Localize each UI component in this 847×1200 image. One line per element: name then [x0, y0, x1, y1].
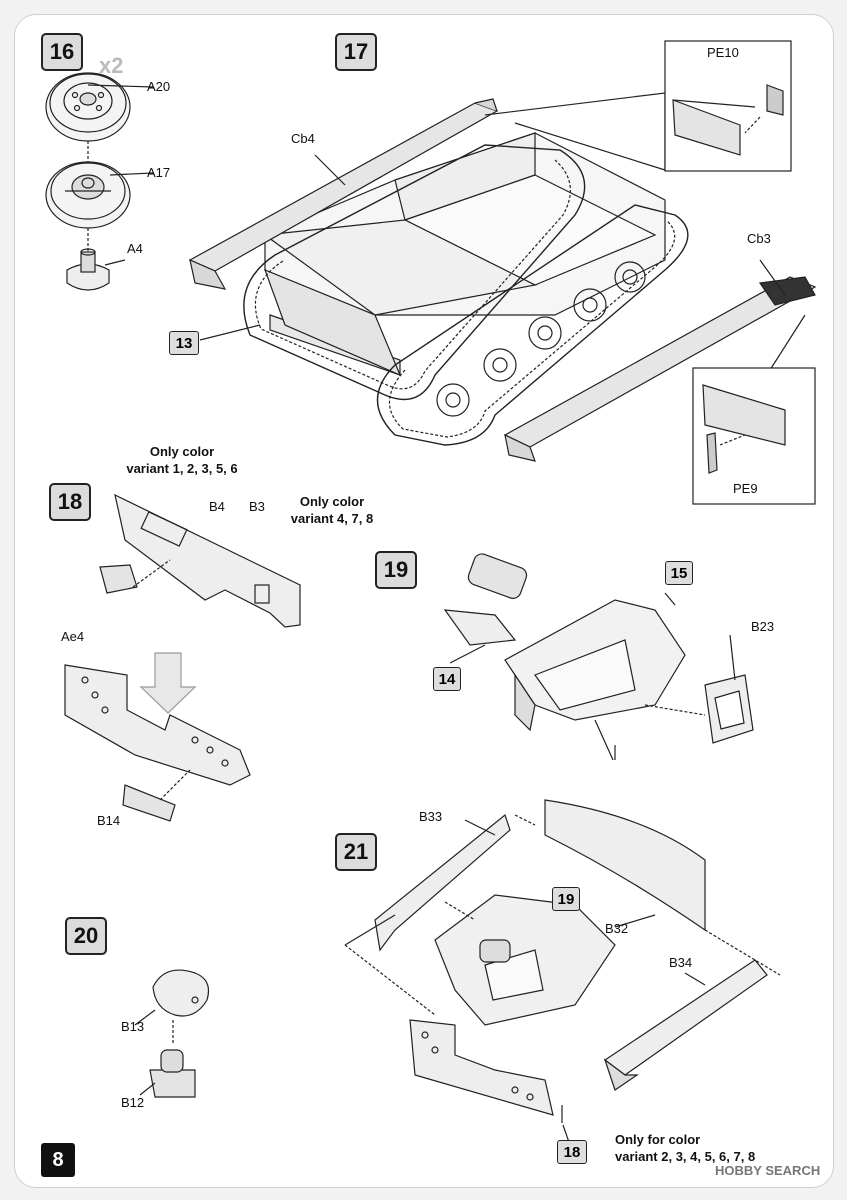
fighting-compartment [504, 599, 686, 732]
track-right [376, 204, 689, 446]
b33-part [374, 813, 511, 952]
pe10-detail-box [664, 40, 792, 172]
part-label-cb3: Cb3 [747, 231, 771, 246]
part-label-b3: B3 [249, 499, 265, 514]
part-label-b12: B12 [121, 1095, 145, 1110]
variant-note-b: Only color variant 4, 7, 8 [267, 493, 397, 527]
b34-part [603, 959, 768, 1091]
sub-assembly-18 [409, 1019, 554, 1116]
b14-part [122, 784, 176, 822]
part-label-a20: A20 [147, 79, 171, 94]
variant-note-c-line1: Only for color [615, 1132, 701, 1147]
variant-note-c: Only for color variant 2, 3, 4, 5, 6, 7,… [615, 1131, 795, 1165]
callout-18: 18 [557, 1140, 587, 1164]
part-label-b14: B14 [97, 813, 121, 828]
road-wheel-inner [45, 161, 131, 229]
b13-part [152, 969, 210, 1017]
part-label-ae4: Ae4 [61, 629, 85, 644]
variant-note-b-line2: variant 4, 7, 8 [290, 511, 374, 526]
page-number-badge: 8 [41, 1143, 75, 1177]
pe9-detail-box [692, 367, 816, 505]
rear-plate-assembled [64, 664, 251, 786]
callout-14: 14 [433, 667, 461, 691]
instruction-sheet: 16 x2 17 18 19 20 21 13 14 15 19 18 A20 … [14, 14, 834, 1188]
part-label-a4: A4 [127, 241, 143, 256]
wheel-hub [66, 248, 110, 291]
ae4-part [99, 564, 138, 594]
part-label-b32: B32 [605, 921, 629, 936]
b12-part [149, 1049, 196, 1098]
part-label-cb4: Cb4 [291, 131, 315, 146]
part-label-b33: B33 [419, 809, 443, 824]
part-label-b4: B4 [209, 499, 225, 514]
part-label-pe9: PE9 [733, 481, 758, 496]
step-16-multiplier: x2 [99, 53, 124, 78]
assembly-drawings [45, 40, 817, 1149]
hull-assembly [263, 132, 666, 377]
variant-note-a: Only color variant 1, 2, 3, 5, 6 [97, 443, 267, 477]
sub-assembly-19 [434, 894, 616, 1026]
callout-15: 15 [665, 561, 693, 585]
part-label-b34: B34 [669, 955, 693, 970]
step-20-box: 20 [65, 917, 107, 955]
step-21-box: 21 [335, 833, 377, 871]
watermark: HOBBY SEARCH [715, 1163, 821, 1178]
variant-note-a-line1: Only color [149, 444, 215, 459]
part-label-a17: A17 [147, 165, 171, 180]
b23-part [704, 674, 754, 744]
road-wheel-outer [45, 72, 131, 142]
variant-note-c-line2: variant 2, 3, 4, 5, 6, 7, 8 [615, 1149, 756, 1164]
callout-19: 19 [552, 887, 580, 911]
step-17-box: 17 [335, 33, 377, 71]
step-16-box: 16 [41, 33, 83, 71]
variant-note-b-line1: Only color [299, 494, 365, 509]
part-label-pe10: PE10 [707, 45, 739, 60]
step-19-box: 19 [375, 551, 417, 589]
variant-note-a-line2: variant 1, 2, 3, 5, 6 [126, 461, 238, 476]
fender-right [503, 276, 817, 462]
rear-plate-part [114, 493, 301, 628]
track-left [243, 144, 586, 401]
callout-13: 13 [169, 331, 199, 355]
part-label-b23: B23 [751, 619, 775, 634]
fender-left [188, 98, 499, 290]
engine-block [443, 553, 528, 646]
step-18-box: 18 [49, 483, 91, 521]
part-label-b13: B13 [121, 1019, 145, 1034]
